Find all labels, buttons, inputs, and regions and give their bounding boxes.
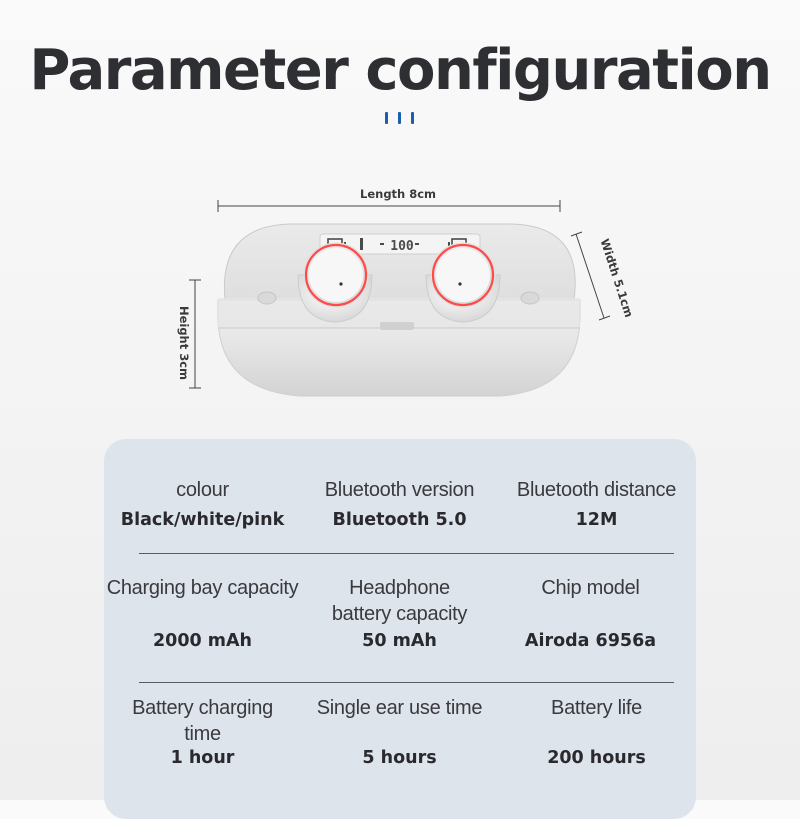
spec-label: Bluetooth distance	[516, 479, 677, 501]
row-divider	[139, 682, 674, 683]
spec-bluetooth-distance: Bluetooth distance 12M	[498, 477, 695, 557]
length-label: Length 8cm	[360, 187, 437, 201]
spec-row: Charging bay capacity 2000 mAh Headphone…	[104, 575, 696, 675]
spec-label: Battery life	[551, 697, 642, 719]
spec-value: 200 hours	[547, 748, 646, 768]
spec-label: colour	[176, 479, 229, 501]
spec-charging-bay-capacity: Charging bay capacity 2000 mAh	[98, 575, 307, 675]
spec-value: 5 hours	[362, 748, 437, 768]
spec-row: colour Black/white/pink Bluetooth versio…	[104, 477, 696, 557]
spec-value: 12M	[575, 510, 618, 530]
spec-value: 50 mAh	[362, 631, 437, 651]
spec-bluetooth-version: Bluetooth version Bluetooth 5.0	[301, 477, 498, 557]
spec-colour: colour Black/white/pink	[104, 477, 301, 557]
spec-label: Chip model	[541, 577, 640, 599]
spec-label: Battery charging time	[132, 697, 273, 745]
product-dimensions-diagram: 100 Length 8cm Height 3cm Width 5.1cm	[0, 170, 800, 430]
spec-label: Headphone battery capacity	[331, 577, 468, 625]
spec-battery-life: Battery life 200 hours	[498, 695, 695, 795]
spec-chip-model: Chip model Airoda 6956a	[492, 575, 689, 675]
page-title: Parameter configuration	[29, 38, 772, 103]
spec-value: Black/white/pink	[120, 510, 285, 530]
spec-panel: colour Black/white/pink Bluetooth versio…	[104, 439, 696, 819]
height-label: Height 3cm	[177, 305, 192, 381]
earbuds-case-illustration: 100	[189, 200, 611, 397]
spec-label: Bluetooth version	[324, 479, 475, 501]
spec-value: Bluetooth 5.0	[332, 510, 467, 530]
spec-value: Airoda 6956a	[524, 631, 657, 651]
row-divider	[139, 553, 674, 554]
spec-label: Charging bay capacity	[106, 577, 299, 599]
spec-row: Battery charging time 1 hour Single ear …	[104, 695, 696, 795]
spec-headphone-battery-capacity: Headphone battery capacity 50 mAh	[307, 575, 492, 675]
display-reading: 100	[390, 239, 414, 254]
spec-battery-charging-time: Battery charging time 1 hour	[104, 695, 301, 795]
title-accent-marks	[385, 112, 417, 124]
spec-label: Single ear use time	[316, 697, 483, 719]
spec-value: 1 hour	[170, 748, 235, 768]
spec-value: 2000 mAh	[152, 631, 253, 651]
spec-single-ear-use-time: Single ear use time 5 hours	[301, 695, 498, 795]
